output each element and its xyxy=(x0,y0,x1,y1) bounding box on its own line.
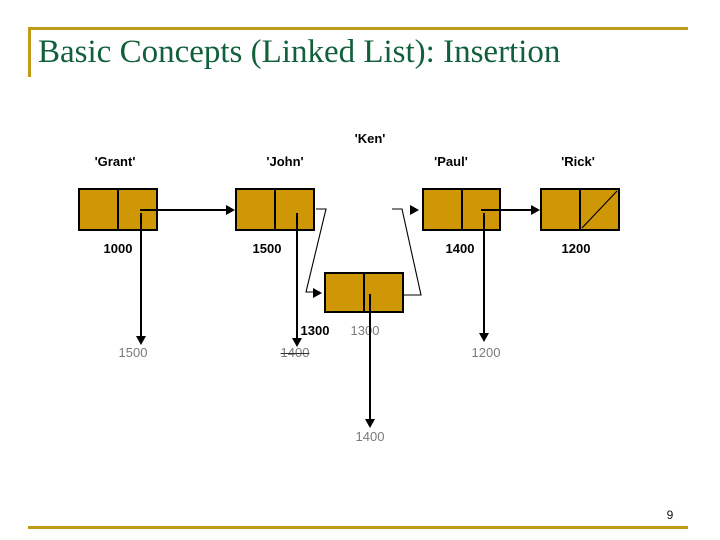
arrowhead-ken-to-paul xyxy=(410,205,419,215)
pointer-annotation-1400-struck: 1400 xyxy=(280,345,310,360)
node-address-grant: 1000 xyxy=(103,241,133,256)
node-null-pointer-cell xyxy=(581,190,618,229)
node-address-ken-gray: 1300 xyxy=(350,323,380,338)
pointer-annotation-1500: 1500 xyxy=(118,345,148,360)
arrowhead-grant-to-john xyxy=(226,205,235,215)
null-pointer-slash-icon xyxy=(581,190,618,229)
node-data-cell xyxy=(80,190,119,229)
arrowhead-john-address xyxy=(292,338,302,347)
node-name-label-john: 'John' xyxy=(266,154,304,169)
node-data-cell xyxy=(542,190,581,229)
title-left-rule xyxy=(28,27,31,77)
node-address-paul: 1400 xyxy=(445,241,475,256)
arrowhead-ken-address xyxy=(365,419,375,428)
pointer-line-ken-address xyxy=(369,294,371,424)
pointer-annotation-1200: 1200 xyxy=(471,345,501,360)
page-title: Basic Concepts (Linked List): Insertion xyxy=(38,34,561,70)
arrowhead-john-to-ken xyxy=(313,288,322,298)
list-node-john xyxy=(235,188,315,231)
node-data-cell xyxy=(237,190,276,229)
list-node-rick xyxy=(540,188,620,231)
node-name-label-grant: 'Grant' xyxy=(94,154,136,169)
node-address-rick: 1200 xyxy=(561,241,591,256)
node-name-label-paul: 'Paul' xyxy=(434,154,468,169)
pointer-line-grant-address xyxy=(140,213,142,341)
connector-ken-to-paul xyxy=(392,208,422,296)
node-data-cell xyxy=(424,190,463,229)
arrowhead-paul-address xyxy=(479,333,489,342)
title-top-rule xyxy=(28,27,688,30)
node-address-john: 1500 xyxy=(252,241,282,256)
node-name-label-ken: 'Ken' xyxy=(354,131,386,146)
connector-grant-to-john xyxy=(140,209,226,211)
connector-john-to-ken xyxy=(305,208,327,293)
node-data-cell xyxy=(326,274,365,311)
node-address-ken-bold: 1300 xyxy=(300,323,330,338)
connector-paul-to-rick xyxy=(481,209,531,211)
footer-rule xyxy=(28,526,688,529)
pointer-line-john-address xyxy=(296,213,298,343)
node-name-label-rick: 'Rick' xyxy=(561,154,595,169)
page-number: 9 xyxy=(666,508,674,522)
list-node-ken-inserted xyxy=(324,272,404,313)
arrowhead-grant-address xyxy=(136,336,146,345)
pointer-line-paul-address xyxy=(483,213,485,338)
pointer-annotation-1400-bottom: 1400 xyxy=(355,429,385,444)
arrowhead-paul-to-rick xyxy=(531,205,540,215)
